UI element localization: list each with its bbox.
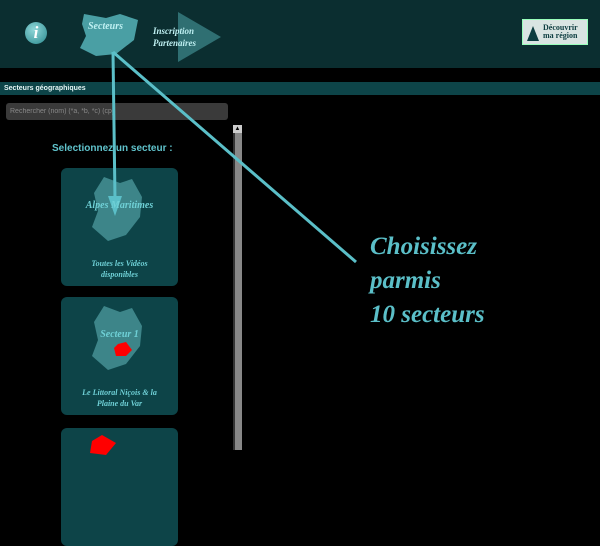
callout-line: 10 secteurs	[370, 301, 485, 328]
castle-icon	[527, 26, 539, 41]
scrollbar[interactable]	[233, 125, 242, 450]
card-desc: disponibles	[101, 270, 138, 279]
map-icon	[80, 14, 138, 56]
scroll-up-button[interactable]: ▲	[233, 125, 242, 133]
callout-line: parmis	[370, 267, 441, 294]
card-desc: Plaine du Var	[96, 399, 143, 408]
card-name: Secteur 1	[100, 329, 139, 340]
info-icon[interactable]: i	[25, 22, 47, 44]
search-input[interactable]	[6, 103, 228, 120]
callout-line: Choisissez	[370, 233, 477, 260]
select-label: Selectionnez un secteur :	[52, 143, 173, 154]
sectors-label: Secteurs	[88, 21, 123, 32]
logo-line2: ma région	[543, 31, 578, 40]
inscription-label: Inscription	[153, 26, 195, 36]
card-desc: Toutes les Vidéos	[91, 259, 148, 268]
sectors-button[interactable]: Secteurs	[76, 12, 140, 58]
logo-line1: Découvrir	[543, 23, 578, 32]
arrow-right-icon	[178, 12, 221, 62]
callout-text: Choisissez parmis 10 secteurs	[370, 230, 485, 332]
sector-card-all[interactable]: Alpes Maritimes Toutes les Vidéos disponi…	[61, 168, 178, 286]
map-icon	[92, 306, 142, 370]
card-desc: Le Littoral Niçois & la	[82, 388, 157, 397]
annotation-arrows	[108, 50, 357, 264]
sector-card-1[interactable]: Secteur 1 Le Littoral Niçois & la Plaine …	[61, 297, 178, 415]
card-name: Alpes Maritimes	[85, 200, 154, 211]
partners-label: Partenaires	[153, 38, 197, 48]
